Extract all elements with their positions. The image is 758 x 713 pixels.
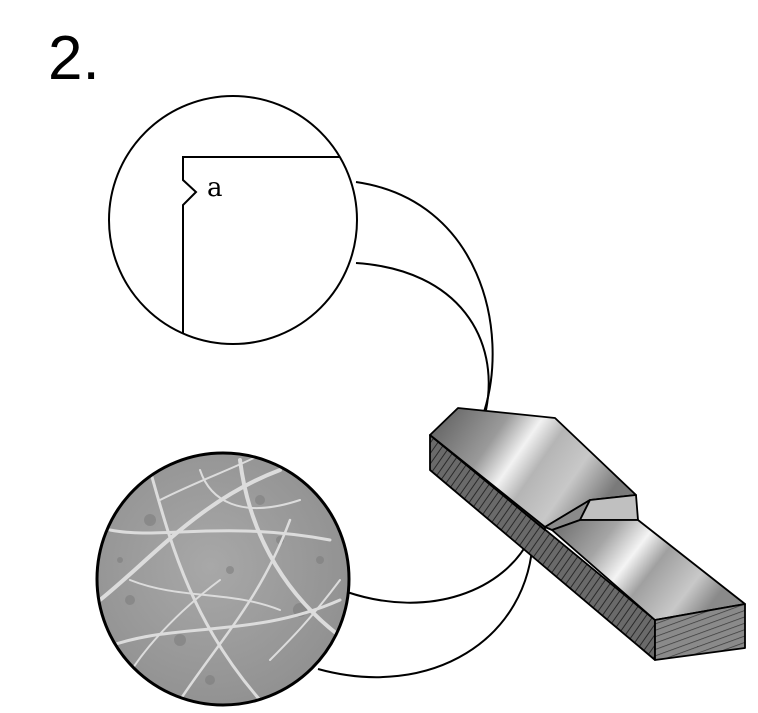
leader-lines-top <box>355 181 494 413</box>
figure-number: 2. <box>48 24 100 93</box>
magnified-notch-detail: a <box>108 95 358 345</box>
magnified-texture-detail <box>95 451 351 707</box>
notched-bar-specimen <box>429 407 746 661</box>
notch-label: a <box>207 173 223 203</box>
leader-lines-bottom <box>317 535 534 679</box>
